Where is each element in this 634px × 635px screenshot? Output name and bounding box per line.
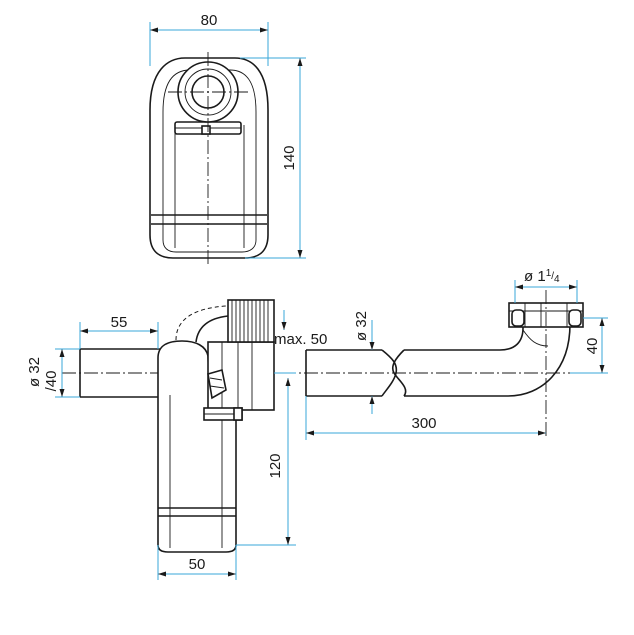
dim-max50-arrow — [281, 322, 287, 330]
dim-outlet-slash: / — [551, 271, 554, 282]
drain-pipe-break-right — [391, 349, 407, 397]
trap-band — [151, 214, 267, 225]
outlet-nut-right-lug — [568, 309, 582, 327]
dim-pipe-arrow-bottom — [369, 396, 375, 404]
trap-body — [157, 340, 237, 553]
inlet-pipe — [79, 348, 160, 398]
dim-40-label: 40 — [584, 338, 601, 355]
dim-inlet-arrow-top — [59, 349, 65, 357]
dim-140-arrow-bottom — [297, 250, 303, 258]
outlet-nut-lines — [509, 303, 583, 327]
hidden-elbow — [175, 305, 227, 341]
drain-pipe-bend — [404, 323, 571, 397]
dim-inlet-label-2: /40 — [43, 371, 60, 392]
dim-80-label: 80 — [201, 12, 218, 29]
dim-140-arrow-top — [297, 58, 303, 66]
clamp-nut — [201, 125, 211, 135]
trap-nut-bolt — [233, 407, 243, 421]
dim-pipe-arrow-top — [369, 342, 375, 350]
top-view: 80 140 — [149, 12, 306, 266]
trap-body-inner — [169, 395, 223, 548]
dim-300-arrow-right — [538, 430, 546, 436]
dim-120-arrow-bottom — [285, 537, 291, 545]
dim-140-label: 140 — [281, 145, 298, 170]
dim-300-label: 300 — [411, 415, 436, 432]
trap-inner-body — [162, 69, 257, 253]
inlet-elbow — [195, 315, 229, 343]
side-view: 55 ø 32 /40 max. 50 120 50 — [26, 268, 608, 580]
dim-55-label: 55 — [111, 314, 128, 331]
dim-outlet-arrow-left — [515, 284, 523, 290]
dim-pipe-label: ø 32 — [353, 311, 370, 341]
drain-pipe-bend-inner — [522, 329, 549, 347]
drain-pipe-break-left — [381, 349, 398, 397]
vertical-inlet-collar — [227, 299, 275, 343]
dim-outlet-den: 4 — [554, 274, 560, 285]
dim-40-arrow-top — [599, 318, 605, 326]
dim-80-arrow-right — [260, 27, 268, 33]
drain-pipe-left-segment — [305, 349, 382, 397]
dim-outlet-prefix: ø 1 — [524, 268, 546, 285]
trap-inner-line-2 — [174, 125, 245, 248]
dim-80-arrow-left — [150, 27, 158, 33]
dim-inlet-label-1: ø 32 — [26, 357, 43, 387]
dim-max50-label: max. 50 — [274, 331, 327, 348]
inner-fitting-shade — [209, 377, 225, 389]
trap-housing-outline — [149, 57, 269, 259]
outlet-nut-left-lug — [511, 309, 525, 327]
dim-outlet-label: ø 11/4 — [524, 268, 560, 285]
dim-120-label: 120 — [267, 453, 284, 478]
dim-40-arrow-bottom — [599, 365, 605, 373]
dim-50-label: 50 — [189, 556, 206, 573]
dim-55-arrow-left — [80, 328, 88, 334]
trap-body-band — [158, 507, 236, 517]
dim-inlet-arrow-bottom — [59, 389, 65, 397]
dim-outlet-num: 1 — [546, 268, 552, 279]
dim-outlet-arrow-right — [569, 284, 577, 290]
inner-fitting — [207, 368, 227, 400]
dim-50-arrow-right — [228, 571, 236, 577]
dim-300-arrow-left — [306, 430, 314, 436]
dim-120-arrow-top — [285, 378, 291, 386]
dim-50-arrow-left — [158, 571, 166, 577]
dim-55-arrow-right — [150, 328, 158, 334]
collar-threads — [231, 300, 269, 342]
